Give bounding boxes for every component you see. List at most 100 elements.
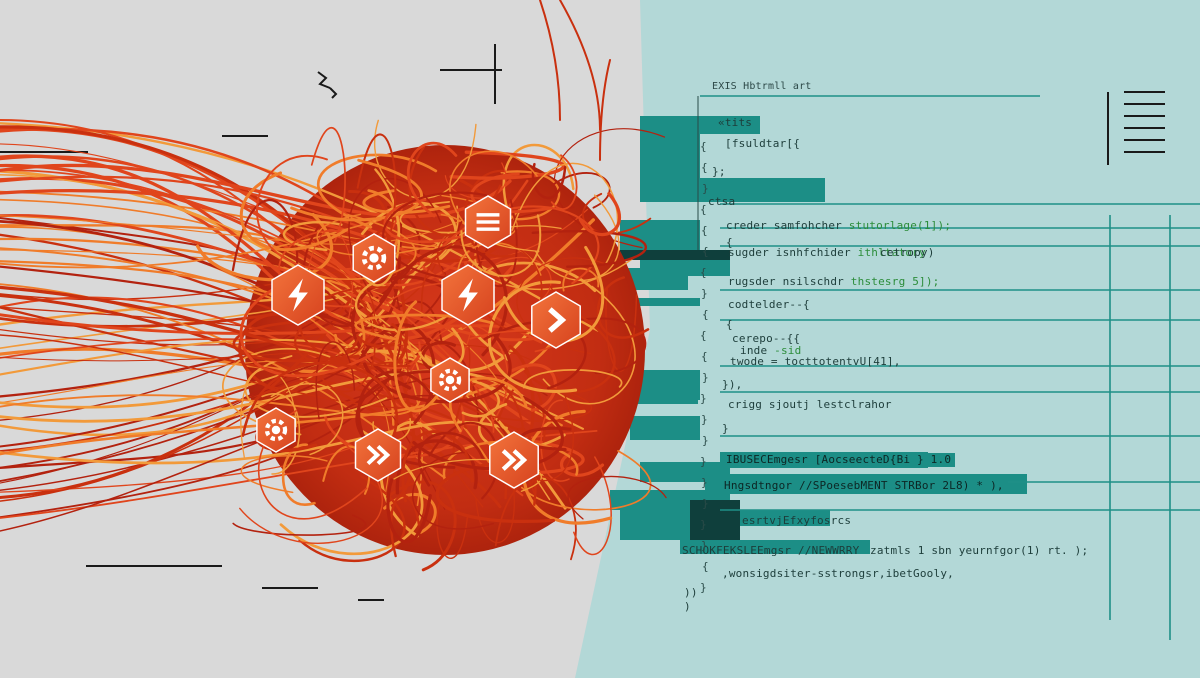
wire xyxy=(494,475,577,561)
menu-icon xyxy=(464,195,512,249)
wire xyxy=(406,141,458,218)
teal-block xyxy=(640,116,760,134)
wire xyxy=(573,456,612,556)
wire xyxy=(379,245,509,357)
wire xyxy=(0,338,395,389)
dark-teal-block xyxy=(690,500,740,540)
wire xyxy=(520,450,652,511)
code-line: { xyxy=(726,318,733,332)
gutter-brace: { xyxy=(700,140,707,153)
gutter-brace: { xyxy=(701,224,708,237)
gutter-brace: } xyxy=(700,581,707,594)
icon-badges xyxy=(256,195,581,489)
wire xyxy=(542,285,636,405)
wire xyxy=(531,162,567,200)
code-header: EXIS Hbtrmll art xyxy=(712,81,812,92)
wire xyxy=(461,380,500,418)
code-highlight: stutorlage(1]); xyxy=(841,219,952,232)
code-line: zatmls 1 sbn yeurnfgor(1) rt. ); xyxy=(870,544,1088,558)
teal-block xyxy=(640,178,825,202)
code-text: SCHOKFEKSLEEmgsr //NEWWRRY xyxy=(682,544,860,557)
double-chevron-icon xyxy=(354,428,402,482)
wire xyxy=(318,279,376,393)
code-line: ,wonsigdsiter-sstrongsr,ibetGooly, xyxy=(722,567,954,581)
code-line: { xyxy=(726,236,733,250)
code-line: crigg sjoutj lestclrahor xyxy=(728,398,892,412)
gutter-brace: { xyxy=(700,203,707,216)
wire xyxy=(354,278,462,332)
gutter-brace: } xyxy=(700,392,707,405)
code-text: zatmls 1 sbn yeurnfgor(1) rt. ); xyxy=(870,544,1089,557)
wire xyxy=(232,514,367,536)
wire xyxy=(578,317,647,375)
wire xyxy=(390,494,420,558)
wire xyxy=(256,154,328,271)
gutter-brace: } xyxy=(702,434,709,447)
wire xyxy=(270,382,344,456)
teal-block xyxy=(620,220,700,250)
code-text: [fsuldtar[{ xyxy=(725,137,801,150)
wire xyxy=(0,294,502,509)
wire xyxy=(578,191,622,237)
wire xyxy=(393,300,443,413)
wire xyxy=(550,154,578,210)
code-text: cetropy) xyxy=(880,246,935,259)
gutter-brace: } xyxy=(702,497,709,510)
code-text: IBUSECEmgesr [AocseecteD{Bi } 1.0 xyxy=(726,453,952,466)
wire xyxy=(294,327,360,364)
code-line: ctsa xyxy=(708,195,735,209)
gutter-brace: } xyxy=(701,287,708,300)
gutter-brace: { xyxy=(702,308,709,321)
gear-icon xyxy=(430,357,470,403)
wire xyxy=(239,279,375,378)
wire xyxy=(436,502,469,559)
teal-block xyxy=(740,510,830,526)
wire xyxy=(488,280,578,393)
wire xyxy=(222,348,331,436)
wire xyxy=(316,153,438,229)
gutter-brace: } xyxy=(700,518,707,531)
gutter-brace: { xyxy=(700,329,707,342)
code-text: cerepo--{{ xyxy=(732,332,801,345)
wire xyxy=(502,245,605,343)
bolt-icon xyxy=(271,264,325,326)
wire xyxy=(241,361,399,446)
code-text: inde xyxy=(740,344,768,357)
double-chevron-icon xyxy=(489,431,539,489)
code-text: Hngsdtngor //SPoesebMENT STRBor 2L8) * )… xyxy=(724,479,1004,492)
dark-teal-block xyxy=(620,250,730,260)
wire-ball-core xyxy=(245,145,645,555)
code-highlight: -sid xyxy=(767,344,802,357)
wire xyxy=(239,171,348,251)
gutter-brace: { xyxy=(700,266,707,279)
wire xyxy=(0,420,508,465)
code-line: cetropy) xyxy=(880,246,935,260)
code-text: «tits xyxy=(718,116,753,129)
wire xyxy=(261,393,301,475)
code-line: [fsuldtar[{ xyxy=(725,137,800,151)
wire xyxy=(539,0,561,121)
gutter-brace: { xyxy=(702,560,709,573)
code-text: ,wonsigdsiter-sstrongsr,ibetGooly, xyxy=(722,567,954,580)
gear-icon xyxy=(352,233,396,283)
code-text: ) xyxy=(684,600,691,613)
wire xyxy=(298,475,406,563)
code-line: esrtvjEfxyfosrcs xyxy=(742,514,851,528)
code-text: { xyxy=(726,236,733,249)
wire xyxy=(302,225,402,328)
wire xyxy=(535,194,620,281)
wire xyxy=(0,209,409,370)
wire xyxy=(362,189,451,214)
code-line: creder samfohcher stutorlage(1]); xyxy=(726,219,951,233)
code-line: Hngsdtngor //SPoesebMENT STRBor 2L8) * )… xyxy=(720,479,1008,493)
wire xyxy=(511,363,557,412)
bolt-icon xyxy=(441,264,495,326)
gear-icon xyxy=(256,407,296,453)
wire xyxy=(385,480,457,572)
wire xyxy=(401,430,474,503)
code-line: «tits xyxy=(718,116,752,130)
wire xyxy=(475,464,515,544)
wire xyxy=(386,478,432,544)
